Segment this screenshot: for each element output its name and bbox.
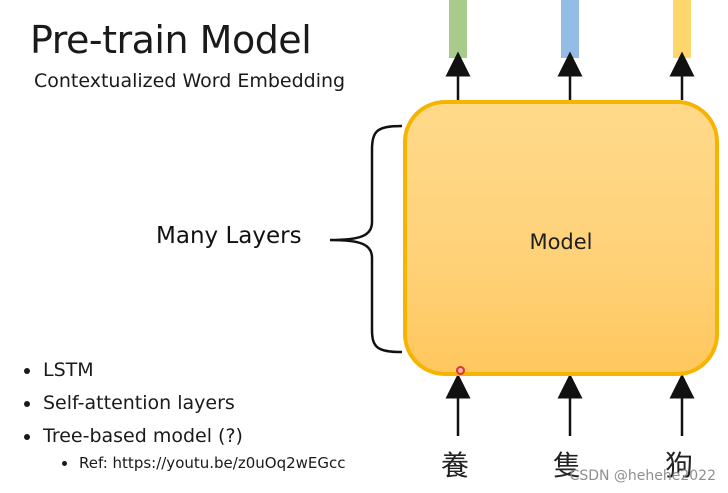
layers-brace [329,124,403,354]
reference-link[interactable]: Ref: https://youtu.be/z0uOq2wEGcc [79,454,346,472]
model-box: Model [403,100,719,376]
bullet-icon [24,400,30,407]
bullet-text: Self-attention layers [43,392,235,414]
output-embedding-green [449,0,467,58]
input-token-3: 狗 [665,449,694,482]
list-item: Tree-based model (?) [24,420,243,453]
bullet-text: Tree-based model (?) [43,425,243,447]
list-item: Self-attention layers [24,387,243,420]
many-layers-label: Many Layers [156,223,302,249]
output-embedding-blue [561,0,579,58]
bullet-list: LSTM Self-attention layers Tree-based mo… [24,354,243,453]
input-token-1: 養 [441,449,470,482]
bullet-icon [24,367,30,374]
sub-bullet-icon [62,460,67,466]
bullet-text: LSTM [43,359,94,381]
list-item: LSTM [24,354,243,387]
reference-line: Ref: https://youtu.be/z0uOq2wEGcc [62,454,346,472]
output-embedding-yellow [673,0,691,58]
bullet-icon [24,433,30,440]
slide-title: Pre-train Model [30,18,312,62]
slide-subtitle: Contextualized Word Embedding [34,70,346,92]
pointer-dot-icon [456,366,465,375]
watermark: CSDN @hehehe2022 [569,468,716,484]
model-label: Model [529,230,593,254]
input-token-2: 隻 [553,449,582,482]
